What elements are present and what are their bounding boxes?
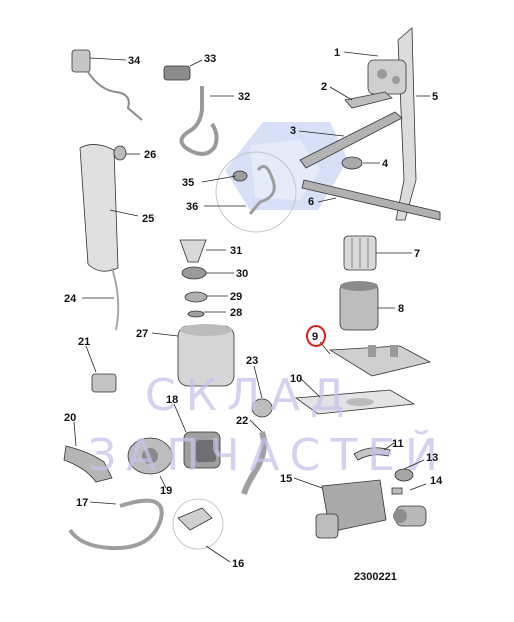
part-30-cap (181, 266, 207, 280)
label-20: 20 (64, 412, 76, 424)
part-4-arm-hub (341, 156, 363, 170)
part-17-drain-hose (68, 498, 164, 551)
part-22-small-hose (241, 431, 267, 495)
part-29-nut (184, 291, 208, 303)
part-5-supply-pipe (395, 27, 417, 221)
label-30: 30 (236, 268, 248, 280)
part-20-hose-elbow (63, 445, 113, 483)
label-32: 32 (238, 91, 250, 103)
label-8: 8 (398, 303, 404, 315)
label-6: 6 (308, 196, 314, 208)
label-19: 19 (160, 485, 172, 497)
label-28: 28 (230, 307, 242, 319)
watermark-line-1: СКЛАД (145, 370, 355, 421)
part-25-side-panel (79, 144, 119, 272)
part-35-36-detail (215, 151, 297, 233)
label-10: 10 (290, 373, 302, 385)
label-24: 24 (64, 293, 77, 305)
leader-lines (73, 51, 430, 563)
label-31: 31 (230, 245, 242, 257)
label-22: 22 (236, 415, 248, 427)
label-9: 9 (312, 331, 318, 343)
label-15: 15 (280, 473, 292, 485)
part-1-upper-spray-assembly (367, 59, 407, 95)
watermark-line-2: ЗАПЧАСТЕЙ (88, 428, 448, 481)
part-3-upper-spray-arm (299, 111, 403, 169)
part-16-bracket (172, 498, 224, 550)
label-29: 29 (230, 291, 242, 303)
label-36: 36 (186, 201, 198, 213)
diagram-code: 2300221 (354, 571, 397, 583)
label-1: 1 (334, 47, 340, 59)
label-7: 7 (414, 248, 420, 260)
label-17: 17 (76, 497, 88, 509)
label-5: 5 (432, 91, 438, 103)
part-27-water-softener (177, 324, 235, 387)
part-23-cap (251, 398, 273, 418)
part-19-circulation-pump (127, 437, 173, 475)
part-31-funnel (179, 239, 207, 263)
label-23: 23 (246, 355, 258, 367)
label-25: 25 (142, 213, 154, 225)
part-9-sump-cover (328, 345, 432, 377)
part-labels: 1 2 3 4 5 6 7 8 9 10 11 13 14 15 16 17 1… (64, 47, 443, 570)
part-8-filter-cylinder (339, 281, 379, 331)
part-21-connector (91, 373, 117, 393)
part-2-arm-connector (344, 91, 393, 109)
highlight-ring (306, 325, 326, 347)
label-14: 14 (430, 475, 443, 487)
label-13: 13 (426, 452, 438, 464)
label-33: 33 (204, 53, 216, 65)
part-32-inlet-hose (179, 86, 219, 156)
part-15-sump-housing (315, 479, 387, 539)
part-18-heater (183, 431, 221, 469)
part-24-tube (111, 267, 120, 331)
label-4: 4 (382, 158, 389, 170)
part-12-small-clip (391, 487, 403, 495)
part-7-filter-top (343, 235, 377, 271)
label-11: 11 (392, 438, 404, 450)
label-18: 18 (166, 394, 178, 406)
part-28-washer (187, 310, 205, 318)
part-14-pump-motor (393, 505, 427, 527)
label-34: 34 (128, 55, 141, 67)
part-34-switch-cable (71, 49, 143, 121)
part-6-lower-spray-arm (301, 179, 441, 221)
part-11-clip (353, 447, 391, 461)
label-21: 21 (78, 336, 90, 348)
label-3: 3 (290, 125, 296, 137)
label-27: 27 (136, 328, 148, 340)
label-35: 35 (182, 177, 194, 189)
label-16: 16 (232, 558, 244, 570)
label-2: 2 (321, 81, 327, 93)
part-33-bracket (163, 65, 191, 81)
part-26-ring (113, 145, 127, 161)
part-10-gasket-plate (294, 389, 416, 415)
label-26: 26 (144, 149, 156, 161)
